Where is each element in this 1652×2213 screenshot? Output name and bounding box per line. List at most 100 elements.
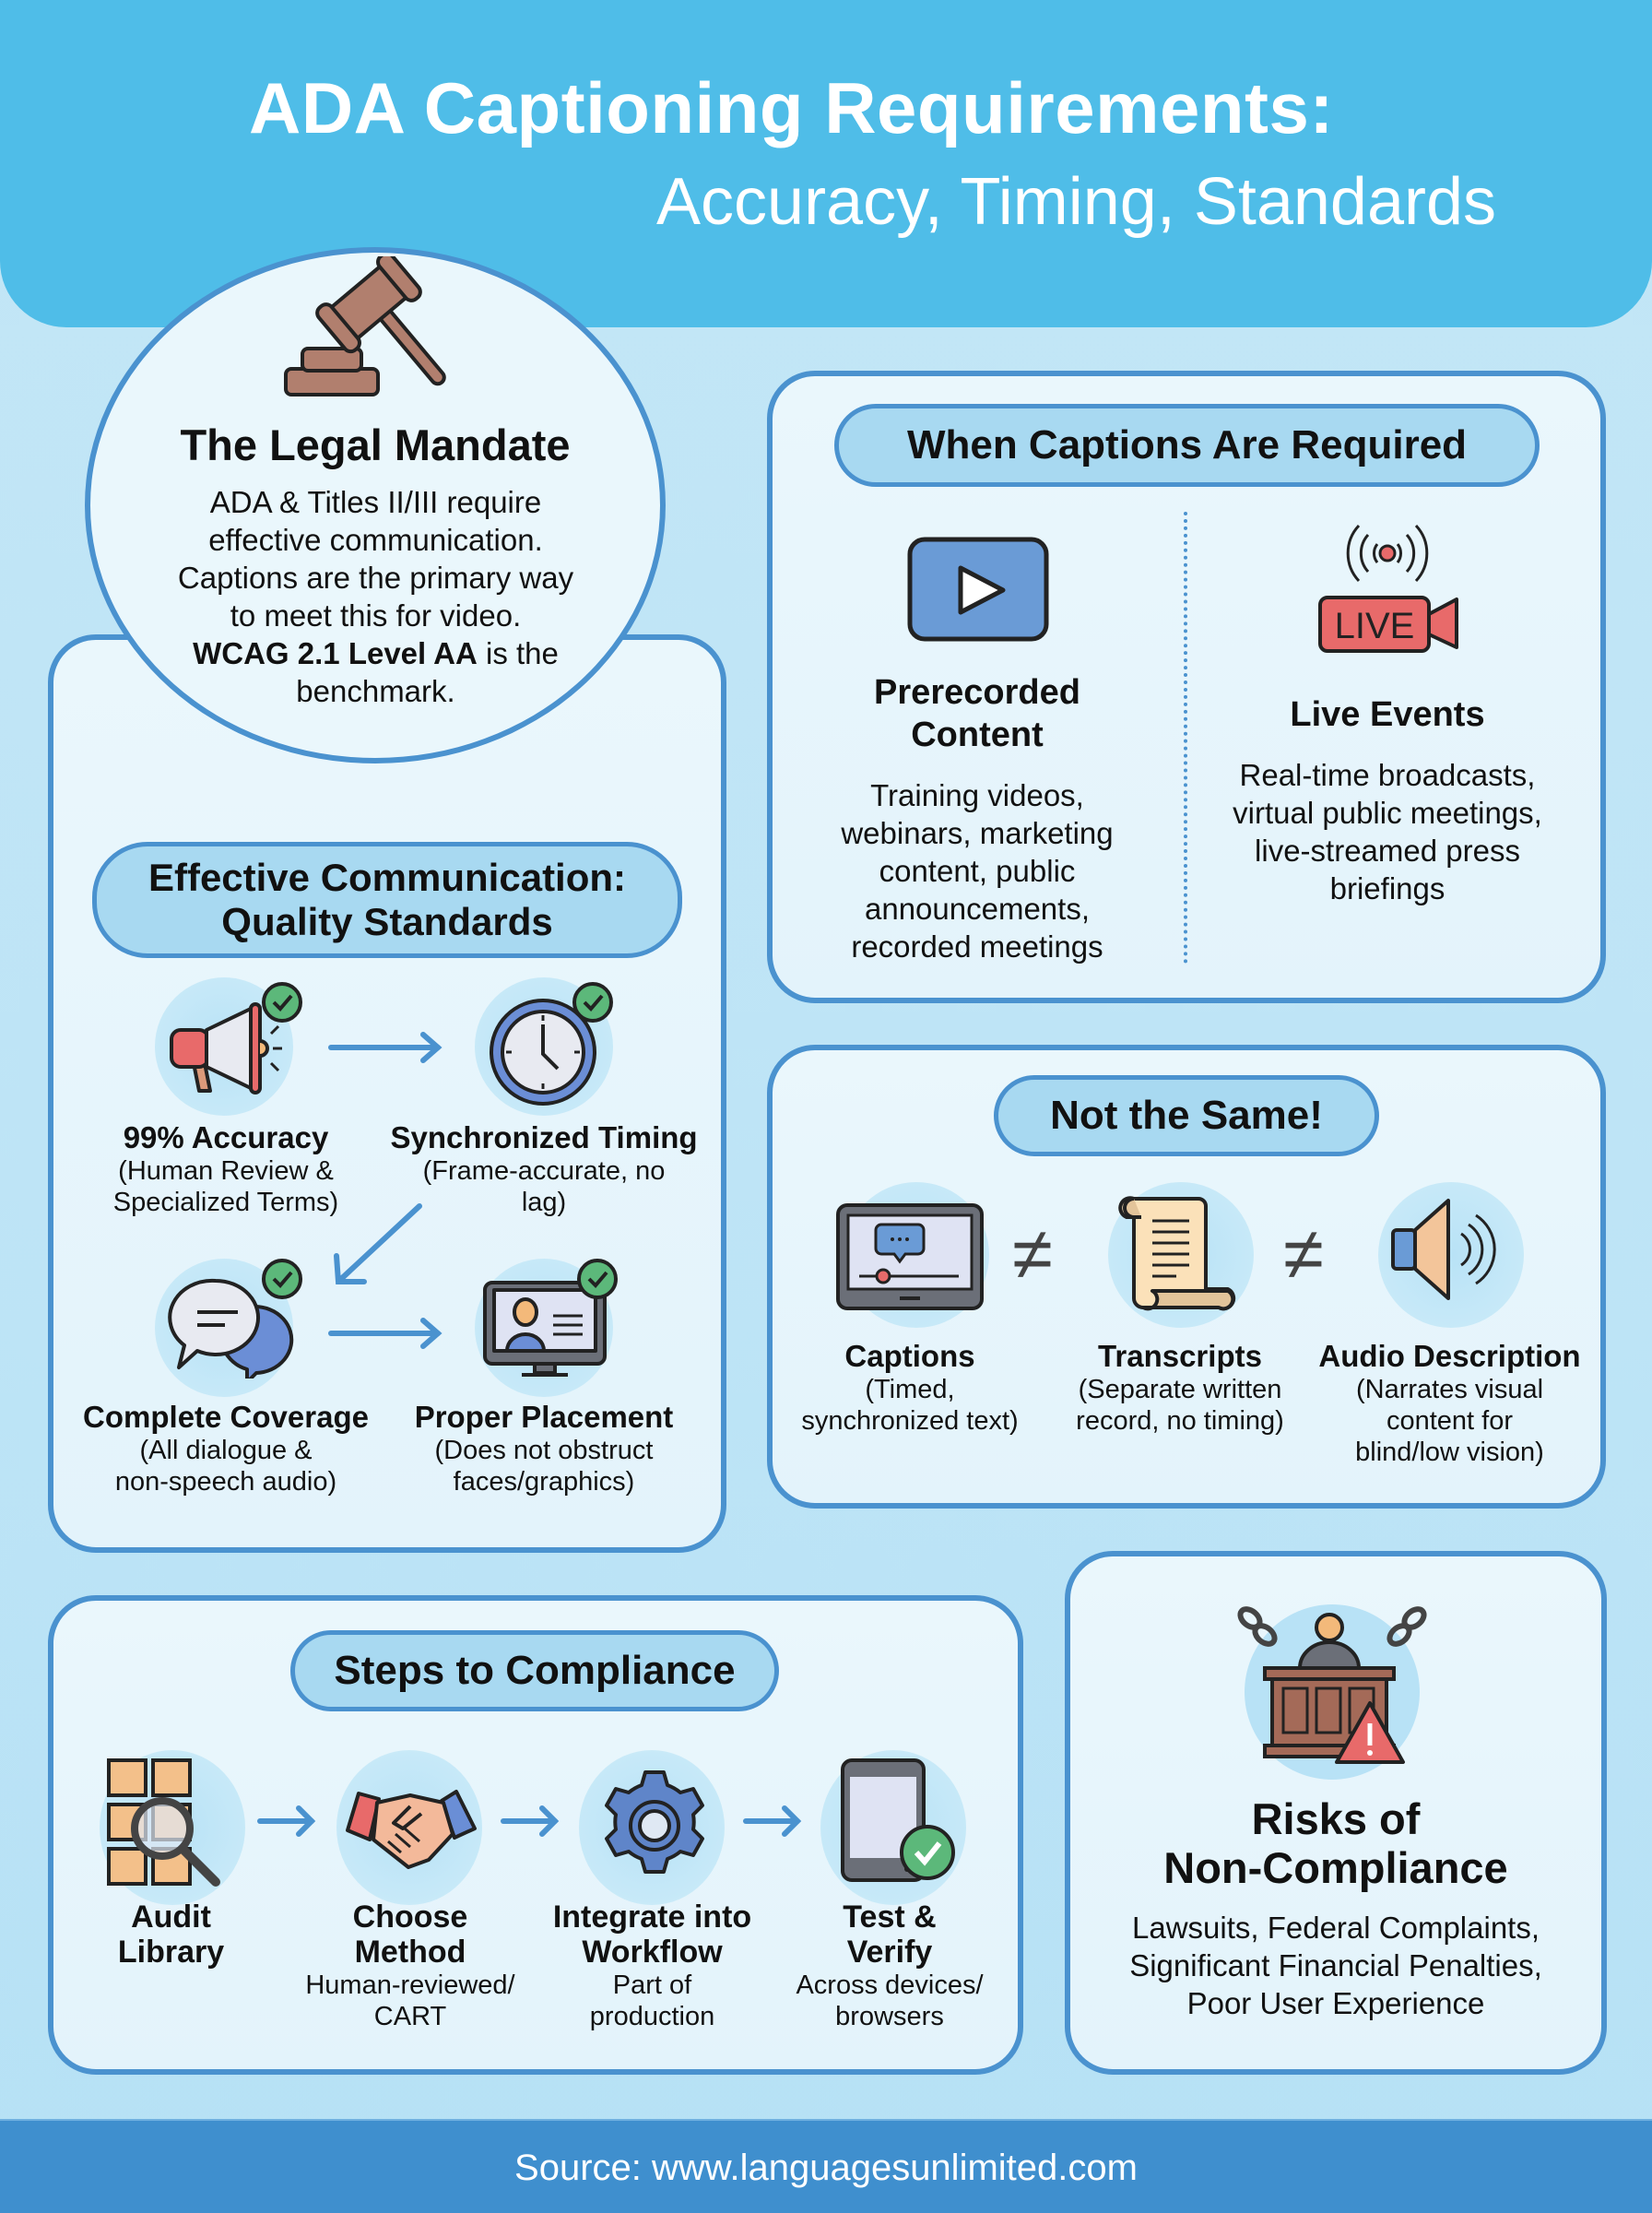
step-desc: production	[589, 2002, 715, 2031]
step-choose-method: Choose Method Human-reviewed/ CART	[286, 1899, 535, 2032]
arrow-right-icon	[327, 1317, 447, 1350]
legal-line-bold: WCAG 2.1 Level AA is the	[129, 634, 622, 672]
quality-item-coverage: Complete Coverage (All dialogue & non-sp…	[69, 1400, 383, 1497]
step-title: Audit	[131, 1899, 211, 1935]
risk-line: Lawsuits, Federal Complaints,	[1131, 1911, 1540, 1945]
item-title: Content	[911, 716, 1044, 754]
handshake-icon	[336, 1775, 484, 1876]
caption-screen-icon	[835, 1202, 986, 1313]
item-desc: briefings	[1329, 871, 1446, 905]
page-subtitle: Accuracy, Timing, Standards	[656, 165, 1497, 239]
item-desc: blind/low vision)	[1355, 1438, 1544, 1467]
quality-item-accuracy: 99% Accuracy (Human Review & Specialized…	[74, 1120, 378, 1218]
item-title: 99% Accuracy	[123, 1120, 329, 1154]
item-desc: non-speech audio)	[114, 1467, 337, 1497]
item-desc: (Frame-accurate, no	[422, 1156, 666, 1186]
megaphone-icon	[164, 982, 312, 1102]
item-title: Synchronized Timing	[390, 1120, 698, 1154]
quality-standards-heading: Effective Communication: Quality Standar…	[92, 842, 682, 958]
item-desc: lag)	[521, 1188, 567, 1217]
item-title: Captions	[844, 1339, 975, 1373]
risk-line: Poor User Experience	[1186, 1986, 1485, 2020]
legal-line: effective communication.	[208, 523, 543, 557]
heading-line: Effective Communication:	[148, 855, 627, 899]
risk-line: Significant Financial Penalties,	[1129, 1948, 1542, 1982]
live-camera-icon: LIVE	[1316, 516, 1464, 655]
step-desc: browsers	[835, 2002, 944, 2031]
quality-item-placement: Proper Placement (Does not obstruct face…	[387, 1400, 701, 1497]
live-events: Live Events Real-time broadcasts, virtua…	[1208, 693, 1567, 907]
audit-library-icon	[103, 1757, 242, 1895]
step-desc: Human-reviewed/	[305, 1970, 515, 2000]
item-desc: (Timed,	[865, 1375, 955, 1404]
chat-bubbles-icon	[164, 1259, 312, 1379]
item-desc: (Narrates visual	[1355, 1375, 1544, 1404]
item-title: Complete Coverage	[83, 1400, 369, 1434]
steps-heading: Steps to Compliance	[290, 1630, 779, 1711]
step-title: Workflow	[582, 1935, 723, 1970]
arrow-right-icon	[500, 1803, 564, 1840]
step-audit-library: Audit Library	[90, 1899, 252, 1970]
not-equal-operator: ≠	[1012, 1213, 1053, 1295]
step-title: Test &	[843, 1899, 937, 1935]
quality-standards-panel	[48, 634, 726, 1553]
video-play-icon	[907, 537, 1051, 644]
courtroom-warning-icon	[1233, 1600, 1436, 1784]
speaker-icon	[1387, 1189, 1526, 1309]
gavel-icon	[277, 256, 479, 404]
legal-mandate-circle	[85, 247, 666, 763]
item-title: Proper Placement	[414, 1400, 674, 1434]
source-link[interactable]: Source: www.languagesunlimited.com	[514, 2148, 1138, 2188]
item-desc: faces/graphics)	[453, 1467, 635, 1497]
item-desc: (Does not obstruct	[434, 1436, 654, 1465]
item-desc: (All dialogue &	[139, 1436, 313, 1465]
clock-icon	[484, 982, 622, 1111]
legal-line: to meet this for video.	[230, 598, 522, 633]
risks-desc: Lawsuits, Federal Complaints, Significan…	[1069, 1909, 1602, 2022]
item-desc: (Human Review &	[118, 1156, 334, 1186]
legal-mandate-text: ADA & Titles II/III require effective co…	[129, 483, 622, 710]
item-desc: live-streamed press	[1255, 834, 1520, 868]
not-same-audio-description: Audio Description (Narrates visual conte…	[1309, 1339, 1590, 1468]
item-title: Prerecorded	[874, 673, 1080, 712]
legal-line: ADA & Titles II/III require	[209, 485, 542, 519]
scroll-icon	[1115, 1195, 1254, 1315]
title-text: ADA Captioning Requirements:	[249, 67, 1334, 148]
not-same-heading: Not the Same!	[994, 1075, 1379, 1156]
step-title: Verify	[846, 1935, 933, 1970]
risks-title: Risks of Non-Compliance	[1069, 1794, 1602, 1892]
risks-title-line: Risks of	[1251, 1794, 1421, 1843]
step-title: Library	[117, 1935, 225, 1970]
not-same-captions: Captions (Timed, synchronized text)	[776, 1339, 1044, 1437]
arrow-down-left-icon	[327, 1199, 429, 1291]
item-desc: Real-time broadcasts,	[1239, 758, 1536, 792]
item-desc: content for	[1386, 1406, 1514, 1436]
step-desc: CART	[373, 2002, 447, 2031]
arrow-right-icon	[742, 1803, 807, 1840]
legal-line: Captions are the primary way	[177, 561, 574, 595]
step-desc: Part of	[612, 1970, 692, 2000]
gear-icon	[590, 1761, 719, 1890]
item-title: Live Events	[1290, 695, 1485, 734]
item-desc: virtual public meetings,	[1233, 796, 1542, 830]
legal-line-suffix: is the	[477, 636, 559, 670]
step-title: Choose	[352, 1899, 468, 1935]
item-desc: synchronized text)	[801, 1406, 1019, 1436]
step-integrate-workflow: Integrate into Workflow Part of producti…	[535, 1899, 770, 2032]
item-title: Audio Description	[1318, 1339, 1581, 1373]
item-desc: (Separate written	[1078, 1375, 1282, 1404]
item-desc: content, public	[879, 854, 1076, 888]
item-desc: webinars, marketing	[841, 816, 1114, 850]
tablet-check-icon	[839, 1757, 959, 1895]
item-desc: Specialized Terms)	[112, 1188, 339, 1217]
not-same-transcripts: Transcripts (Separate written record, no…	[1046, 1339, 1314, 1437]
quality-item-timing: Synchronized Timing (Frame-accurate, no …	[383, 1120, 705, 1218]
risks-title-line: Non-Compliance	[1163, 1843, 1508, 1892]
svg-text:LIVE: LIVE	[1335, 606, 1415, 646]
item-title: Transcripts	[1098, 1339, 1262, 1373]
footer-source: Source: www.languagesunlimited.com	[0, 2119, 1652, 2213]
item-desc: Training videos,	[870, 778, 1084, 812]
not-equal-operator: ≠	[1283, 1213, 1324, 1295]
step-desc: Across devices/	[796, 1970, 984, 2000]
wcag-benchmark: WCAG 2.1 Level AA	[193, 636, 478, 670]
